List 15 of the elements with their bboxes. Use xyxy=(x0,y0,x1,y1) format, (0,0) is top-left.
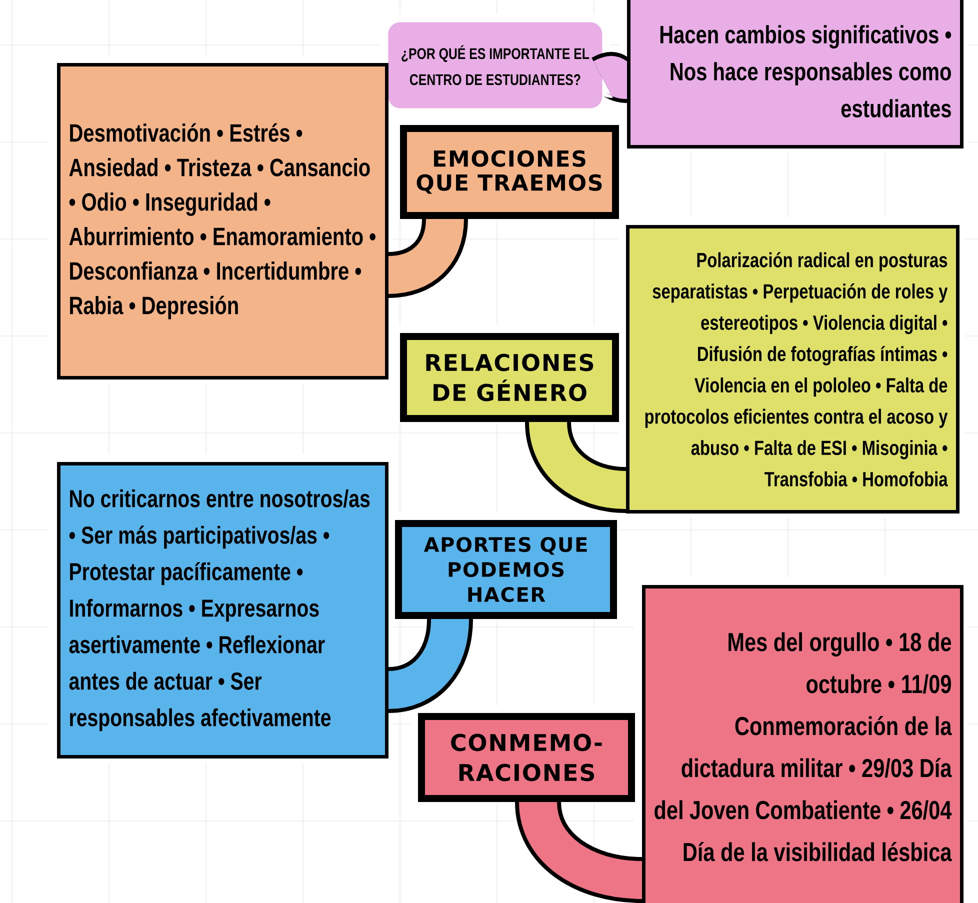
list-box: Polarización radical en posturas separatistas • Perpetuación de roles y estereotipos • Violencia digital • Difusión de fotografías íntimas • Violencia en el pololeo • Falta de protocolos eficientes contra el acoso y abuso • Falta de ESI • Misoginia • Transfobia • Homofobia xyxy=(626,225,960,514)
connector-band xyxy=(592,52,630,103)
list-box: Desmotivación • Estrés • Ansiedad • Tristeza • Cansancio • Odio • Inseguridad • Aburrimiento • Enamoramiento • Desconfianza • Incertidumbre • Rabia • Depresión xyxy=(57,63,388,380)
heading-box: APORTES QUE PODEMOS HACER xyxy=(395,520,617,619)
connector-band xyxy=(386,618,473,713)
list-box: Mes del orgullo • 18 de octubre • 11/09 Conmemoración de la dictadura militar • 29/03 Día del Joven Combatiente • 26/04 Día de la visibilidad lésbica xyxy=(642,585,964,903)
heading-box: CONMEMO-RACIONES xyxy=(418,713,635,802)
connector-band xyxy=(387,218,468,298)
question-bubble: ¿POR QUÉ ES IMPORTANTE EL CENTRO DE ESTUDIANTES? xyxy=(388,22,602,108)
connector-band xyxy=(525,420,628,513)
list-box: No criticarnos entre nosotros/as • Ser más participativos/as • Protestar pacíficamente • Informarnos • Expresarnos asertivamente • Reflexionar antes de actuar • Ser responsables afectivamente xyxy=(57,462,388,758)
connector-band xyxy=(515,800,643,903)
heading-box: RELACIONES DE GÉNERO xyxy=(400,333,619,422)
heading-box: EMOCIONES QUE TRAEMOS xyxy=(400,125,619,219)
list-box: Hacen cambios significativos • Nos hace responsables como estudiantes xyxy=(627,0,964,148)
